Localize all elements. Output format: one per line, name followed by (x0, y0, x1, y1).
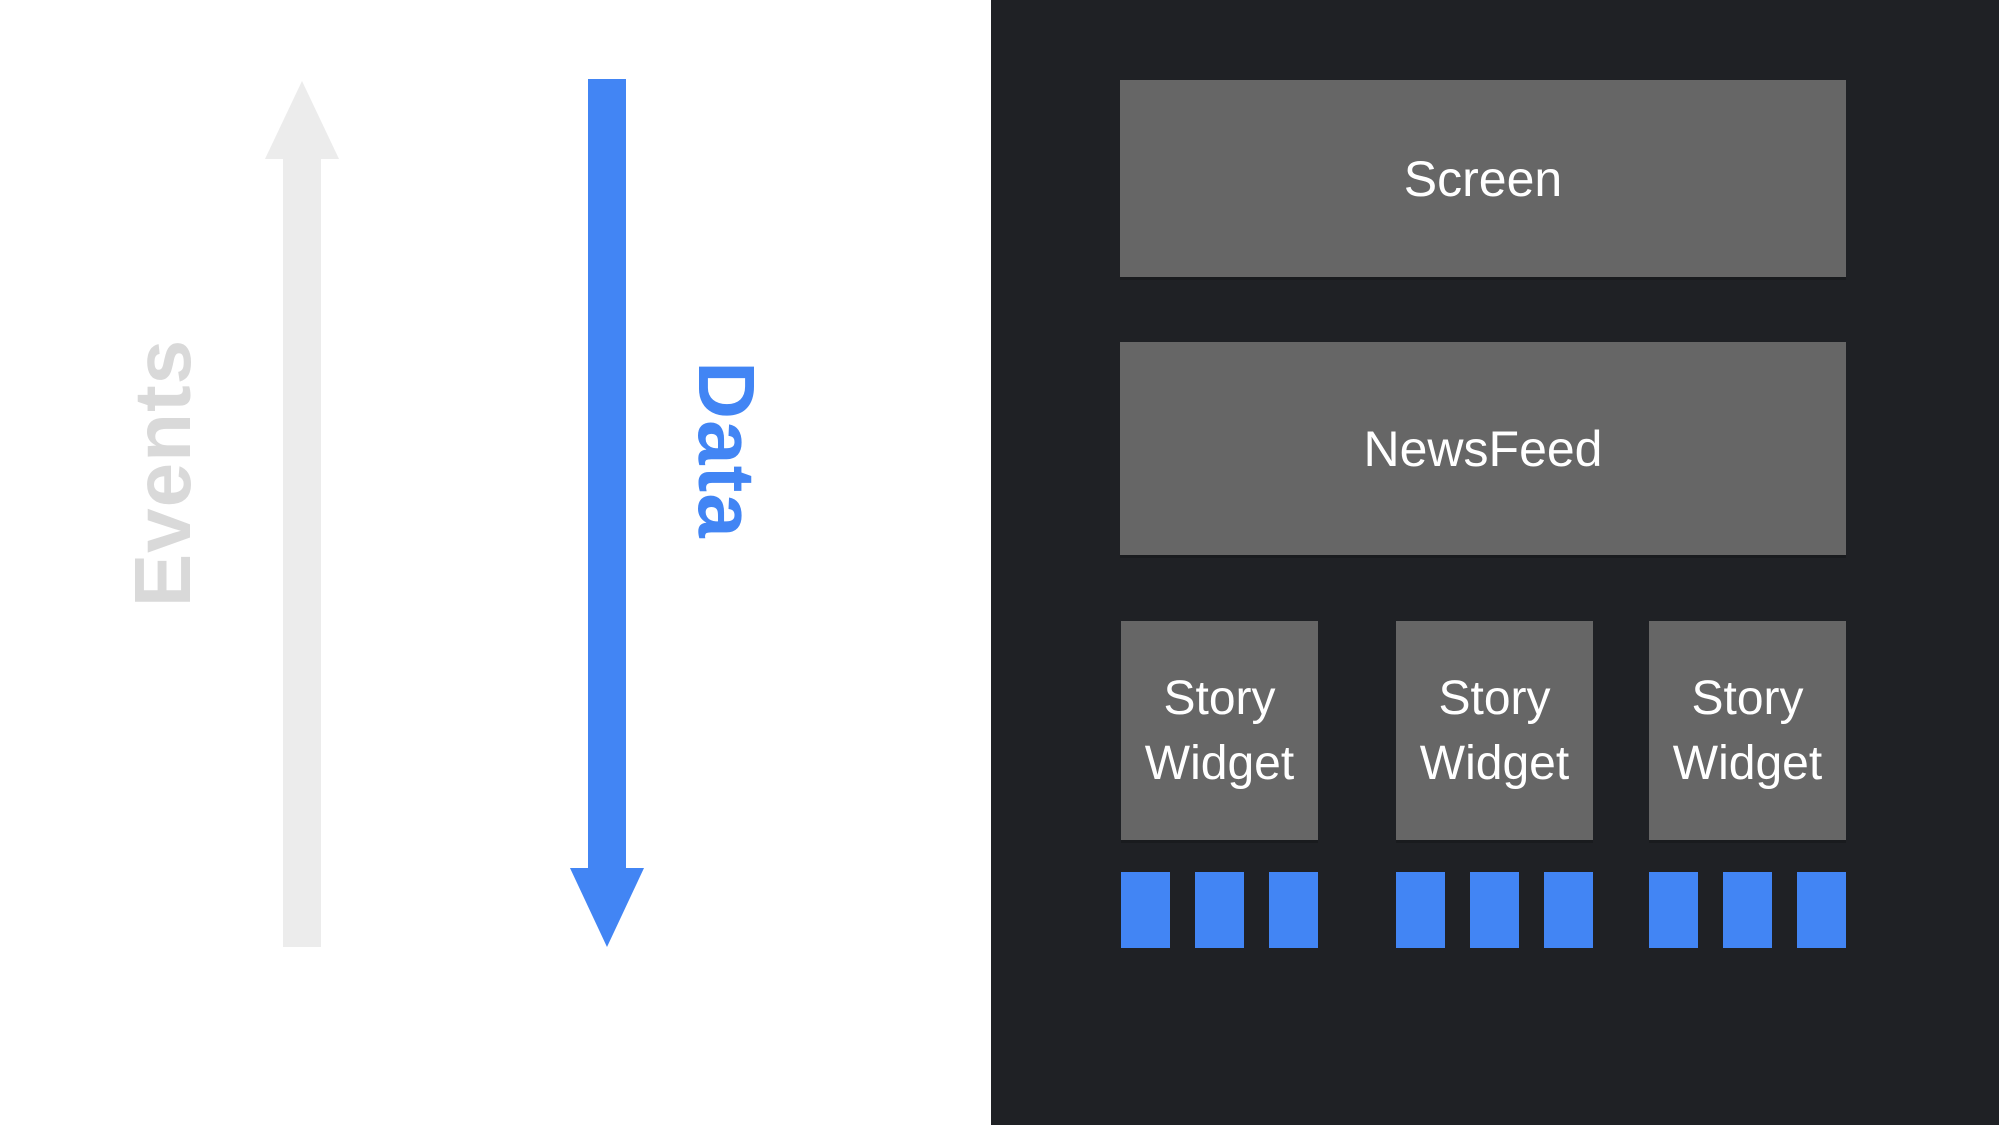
data-block (1121, 872, 1170, 948)
data-block (1396, 872, 1445, 948)
data-blocks-row (1396, 872, 1593, 948)
story-widget-box: Story Widget (1121, 621, 1318, 840)
data-block (1797, 872, 1846, 948)
story-widget-column: Story Widget (1396, 621, 1593, 948)
story-widget-label: Story Widget (1419, 671, 1570, 790)
events-arrow-shaft (283, 159, 321, 947)
events-arrow-head (265, 81, 339, 159)
story-widget-label: Story Widget (1672, 671, 1823, 790)
data-block (1195, 872, 1244, 948)
data-blocks-row (1649, 872, 1846, 948)
story-widget-column: Story Widget (1121, 621, 1318, 948)
data-arrow-shaft (588, 79, 626, 868)
story-widget-box: Story Widget (1649, 621, 1846, 840)
data-block (1649, 872, 1698, 948)
data-block (1269, 872, 1318, 948)
screen-widget-label: Screen (1403, 150, 1563, 207)
story-widget-column: Story Widget (1649, 621, 1846, 948)
data-block (1470, 872, 1519, 948)
newsfeed-widget-label: NewsFeed (1363, 420, 1603, 477)
data-block (1723, 872, 1772, 948)
events-label: Events (118, 338, 207, 608)
data-arrow-head (570, 868, 644, 947)
data-blocks-row (1121, 872, 1318, 948)
story-widget-box: Story Widget (1396, 621, 1593, 840)
story-widget-label: Story Widget (1144, 671, 1295, 790)
screen-widget-box: Screen (1120, 80, 1846, 277)
data-block (1544, 872, 1593, 948)
data-label: Data (682, 361, 771, 539)
newsfeed-widget-box: NewsFeed (1120, 342, 1846, 555)
